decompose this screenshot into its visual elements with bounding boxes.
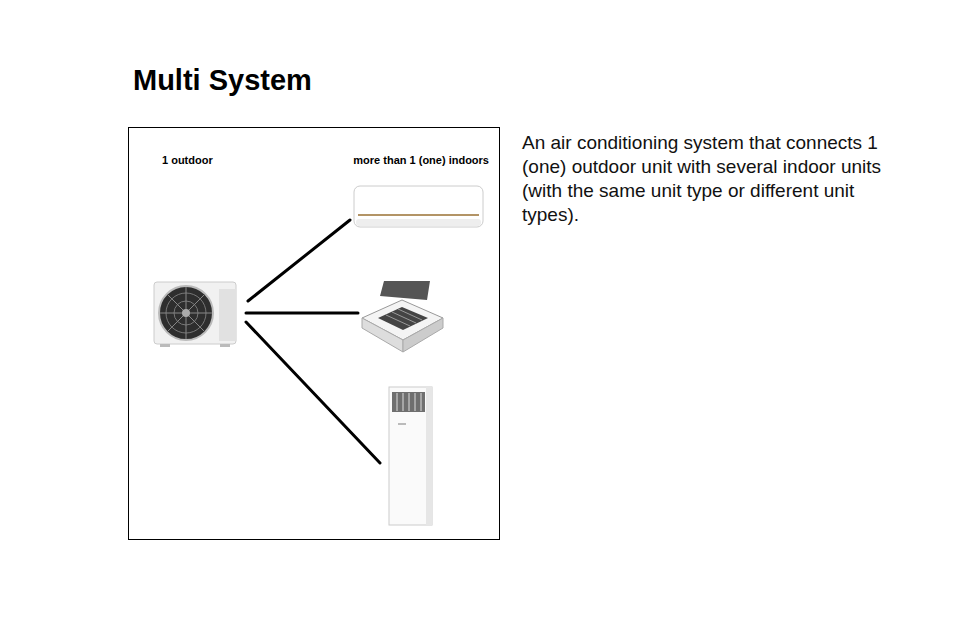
diagram-frame: 1 outdoor more than 1 (one) indoors xyxy=(128,127,500,540)
wall-unit-body xyxy=(354,186,483,227)
fan-ring xyxy=(174,301,198,325)
floor-unit-display xyxy=(398,423,406,425)
grille-line xyxy=(392,312,416,323)
unit-foot xyxy=(160,344,170,347)
fan-spoke xyxy=(168,295,204,331)
unit-foot xyxy=(220,344,230,347)
wall-unit-stripe xyxy=(358,214,479,216)
outdoor-casing xyxy=(154,282,236,344)
diagram-title: Multi System xyxy=(133,64,312,97)
cassette-housing xyxy=(380,281,430,300)
fan-spoke xyxy=(186,287,187,339)
pipe-line xyxy=(248,220,350,301)
fan-spoke xyxy=(160,313,212,314)
indoor-heading: more than 1 (one) indoors xyxy=(353,154,489,166)
fan-ring xyxy=(166,293,206,333)
floor-unit-body xyxy=(389,387,432,525)
outdoor-heading: 1 outdoor xyxy=(162,154,213,166)
connection-lines xyxy=(246,220,380,463)
cassette-edge xyxy=(362,318,403,352)
wall-split-unit xyxy=(354,186,483,227)
fan-hub xyxy=(182,309,190,317)
fan-spoke xyxy=(168,295,204,331)
grille-line xyxy=(421,393,422,411)
fan-grille xyxy=(159,286,213,340)
floor-standing-unit xyxy=(389,387,432,525)
cassette-panel xyxy=(362,300,443,340)
grille-line xyxy=(403,393,404,411)
grille-line xyxy=(415,393,416,411)
pipe-line xyxy=(246,312,358,315)
grille-line xyxy=(398,309,422,320)
floor-unit-grille xyxy=(392,392,425,412)
grille-line xyxy=(409,393,410,411)
grille-line xyxy=(397,393,398,411)
outdoor-unit xyxy=(154,282,236,347)
floor-unit-side xyxy=(426,387,432,525)
cassette-unit xyxy=(362,281,443,352)
pipe-line xyxy=(246,322,380,463)
cassette-grille xyxy=(378,307,428,330)
outdoor-side-panel xyxy=(219,289,236,341)
wall-unit-shade xyxy=(356,219,481,226)
description-text: An air conditioning system that connects… xyxy=(522,131,884,227)
grille-line xyxy=(386,315,410,326)
cassette-edge xyxy=(403,318,443,352)
